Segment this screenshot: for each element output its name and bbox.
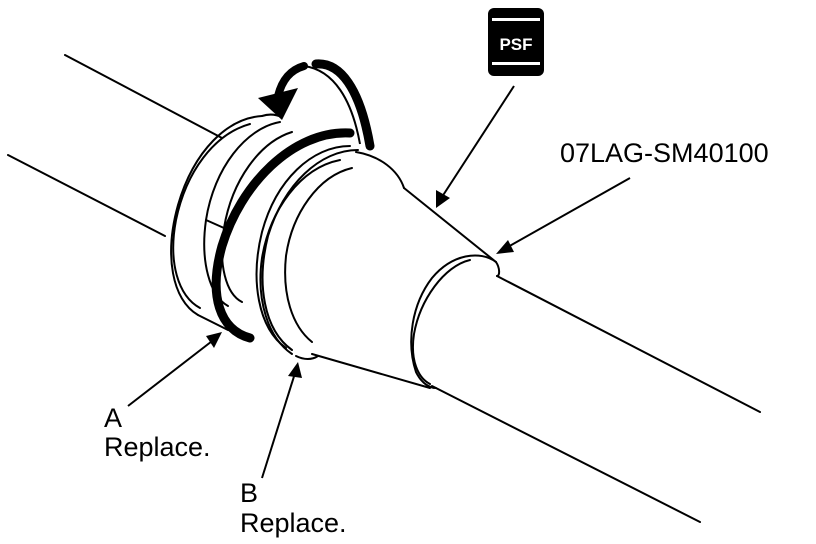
seal-b bbox=[255, 145, 359, 351]
callout-b-instruction: Replace. bbox=[240, 508, 347, 538]
shaft-left bbox=[7, 54, 223, 237]
callout-a-letter: A bbox=[104, 403, 123, 433]
shaft-right bbox=[431, 275, 761, 523]
psf-fluid-icon: PSF bbox=[488, 8, 544, 76]
callout-b-letter: B bbox=[240, 478, 259, 508]
o-ring-a bbox=[211, 128, 355, 343]
leader-tool bbox=[496, 177, 631, 254]
callout-a-instruction: Replace. bbox=[104, 432, 211, 462]
leader-a bbox=[127, 332, 222, 407]
rotation-arrow-icon bbox=[258, 59, 375, 151]
psf-badge-text: PSF bbox=[499, 35, 532, 54]
installer-tool bbox=[259, 151, 501, 389]
leader-b bbox=[261, 362, 302, 479]
leader-psf bbox=[436, 85, 515, 208]
tool-part-number: 07LAG-SM40100 bbox=[560, 138, 769, 168]
